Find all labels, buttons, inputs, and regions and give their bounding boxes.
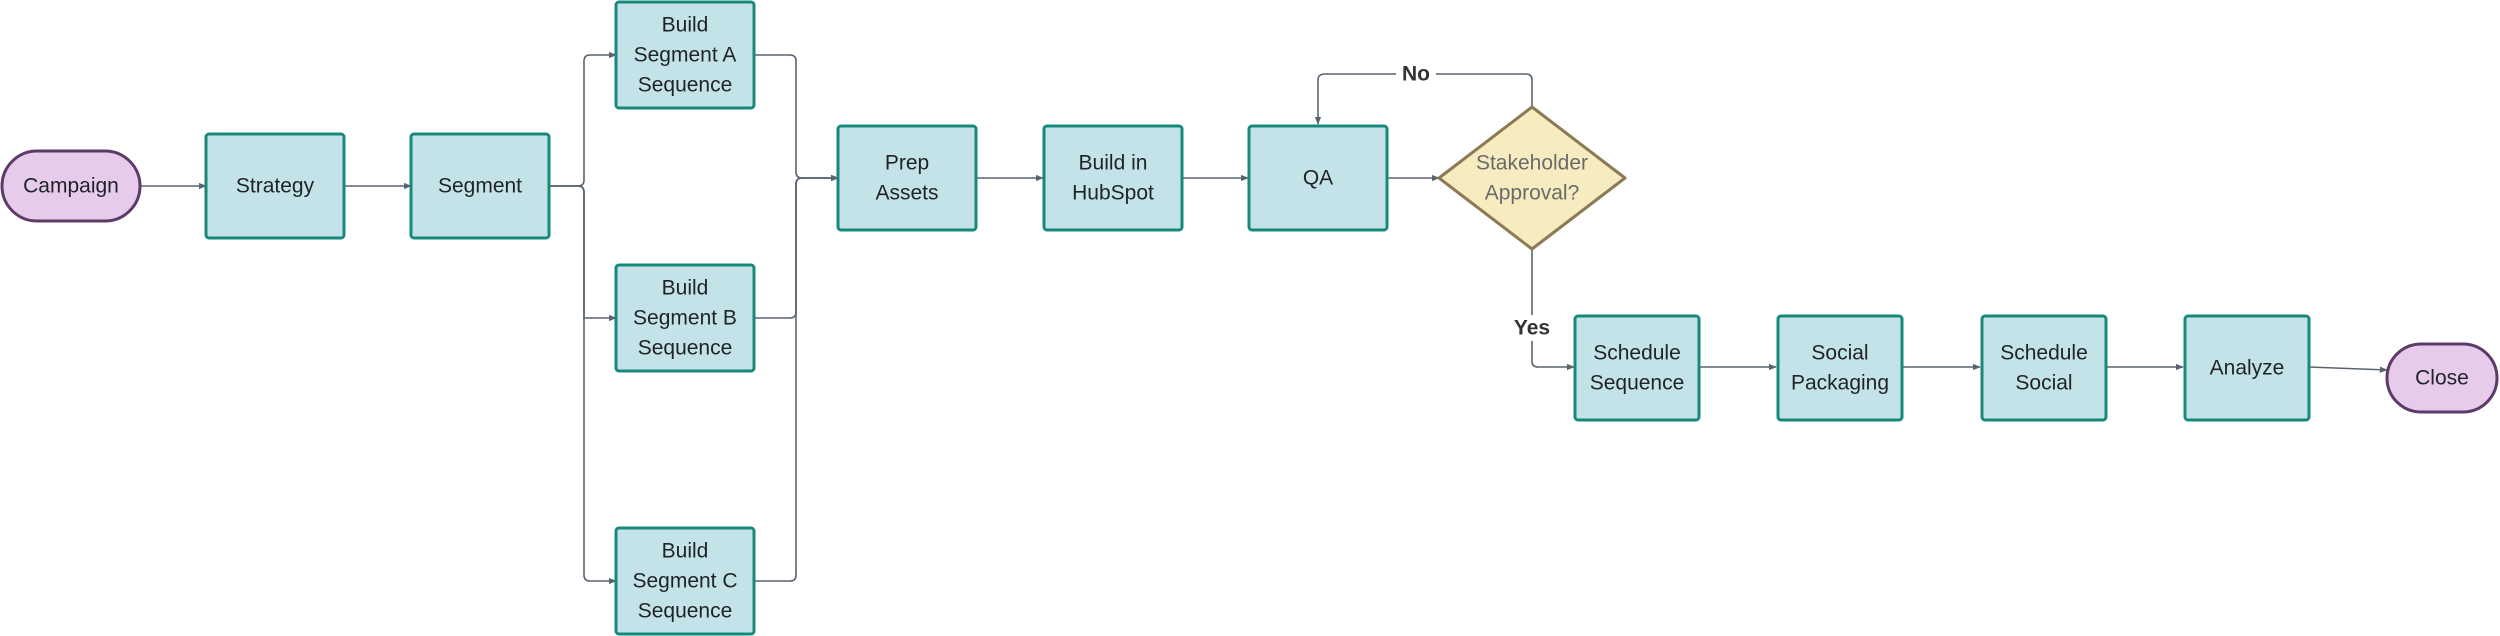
edge-segment-build-a (549, 51, 617, 187)
node-label-line: Segment A (634, 44, 737, 67)
qa-node[interactable] (1247, 124, 1389, 232)
segment-label: Segment (438, 175, 522, 198)
analyze-label: Analyze (2210, 357, 2285, 380)
segment-node[interactable] (409, 132, 551, 240)
campaign-node[interactable] (0, 149, 142, 223)
build-in-hubspot-node[interactable] (1042, 124, 1184, 232)
edge-build-a-prep (754, 54, 839, 182)
node-label-line: Campaign (23, 175, 119, 198)
edge-build-c-prep (754, 174, 839, 582)
node-label-line: Stakeholder (1476, 152, 1588, 175)
strategy-node[interactable] (204, 132, 346, 240)
node-label-line: Build in (1079, 152, 1148, 175)
node-label-line: Build (662, 14, 709, 37)
node-label-line: Social (2015, 372, 2072, 395)
build-in-hubspot-label: Build in HubSpot (1072, 152, 1154, 205)
schedule-social-node[interactable] (1980, 314, 2108, 422)
edge-approval-sched-yes (1531, 249, 1575, 371)
edge-label-no: No (1402, 63, 1430, 86)
build-segment-c-node[interactable] (614, 526, 756, 636)
edge-label-yes: Yes (1514, 317, 1550, 340)
node-label-line: Social (1811, 342, 1868, 365)
node-label-line: Strategy (236, 175, 315, 198)
close-label: Close (2415, 367, 2469, 390)
node-label-line: Close (2415, 367, 2469, 390)
node-label-line: Segment (438, 175, 522, 198)
node-label-line: QA (1303, 167, 1333, 190)
node-label-line: HubSpot (1072, 182, 1154, 205)
edge-segment-build-c (549, 185, 617, 585)
prep-assets-node[interactable] (836, 124, 978, 232)
node-label-line: Sequence (638, 337, 733, 360)
schedule-sequence-node[interactable] (1573, 314, 1701, 422)
node-label-line: Build (662, 277, 709, 300)
node-label-line: Build (662, 540, 709, 563)
node-label-line: Sequence (1590, 372, 1685, 395)
close-node[interactable] (2385, 342, 2499, 414)
node-label-line: Sequence (638, 600, 733, 623)
edges (140, 51, 2388, 585)
node-label-line: Packaging (1791, 372, 1889, 395)
node-label-line: Approval? (1485, 182, 1580, 205)
stakeholder-approval-decision[interactable] (1437, 105, 1627, 251)
analyze-node[interactable] (2183, 314, 2311, 422)
build-segment-a-node[interactable] (614, 0, 756, 110)
node-label-line: Segment B (633, 307, 737, 330)
no-label-bg (1396, 60, 1436, 88)
build-segment-b-node[interactable] (614, 263, 756, 373)
campaign-label: Campaign (23, 175, 119, 198)
social-packaging-node[interactable] (1776, 314, 1904, 422)
node-label-line: Schedule (2000, 342, 2088, 365)
edge-analyze-close (2308, 366, 2388, 373)
node-label-line: Assets (875, 182, 938, 205)
qa-label: QA (1303, 167, 1333, 190)
yes-label-bg (1508, 315, 1556, 341)
node-label-line: Segment C (632, 570, 737, 593)
node-label-line: Analyze (2210, 357, 2285, 380)
node-label-line: Schedule (1593, 342, 1681, 365)
strategy-label: Strategy (236, 175, 315, 198)
edge-segment-build-b (549, 185, 617, 322)
node-label-line: Sequence (638, 74, 733, 97)
node-label-line: Prep (885, 152, 929, 175)
